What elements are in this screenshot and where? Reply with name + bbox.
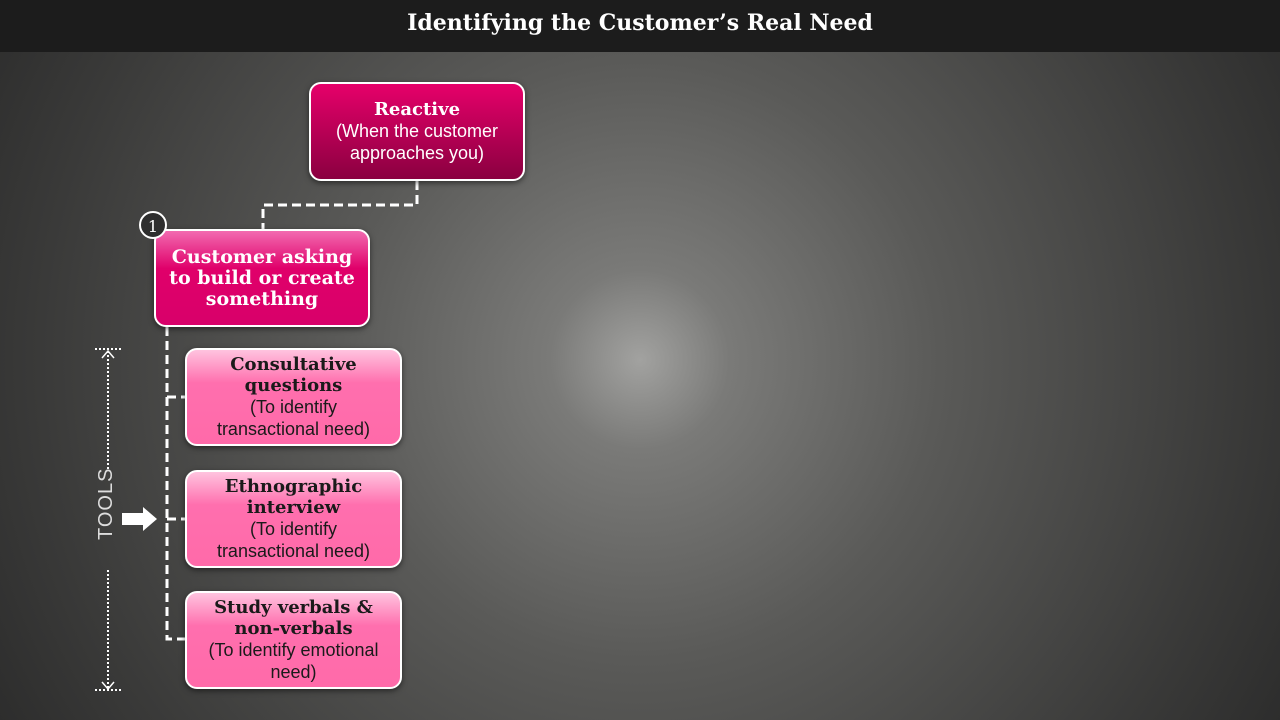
main-box: Customer asking to build or create somet… — [154, 229, 370, 327]
tool-sub: (To identify transactional need) — [216, 519, 371, 561]
reactive-heading: Reactive — [373, 99, 461, 120]
tool-box-consultative: Consultative questions (To identify tran… — [185, 348, 402, 446]
main-heading: Customer asking to build or create somet… — [169, 245, 355, 310]
title-bar: Identifying the Customer’s Real Need — [0, 0, 1280, 52]
reactive-sub: (When the customer approaches you) — [335, 121, 499, 163]
range-arrowheads — [101, 349, 115, 691]
tools-label: TOOLS — [95, 467, 117, 540]
reactive-box: Reactive (When the customer approaches y… — [309, 82, 525, 181]
slide-title: Identifying the Customer’s Real Need — [407, 10, 873, 36]
tool-heading: Study verbals & non-verbals — [214, 597, 373, 639]
right-arrow-icon — [122, 507, 157, 531]
tool-sub: (To identify transactional need) — [216, 397, 371, 439]
connector-reactive — [261, 181, 419, 229]
tool-sub: (To identify emotional need) — [208, 640, 379, 682]
step-number-badge: 1 — [139, 211, 167, 239]
tool-heading: Ethnographic interview — [224, 476, 363, 518]
connector-trunk — [165, 327, 185, 641]
tool-heading: Consultative questions — [230, 354, 357, 396]
tool-box-ethnographic: Ethnographic interview (To identify tran… — [185, 470, 402, 568]
tool-box-verbals: Study verbals & non-verbals (To identify… — [185, 591, 402, 689]
